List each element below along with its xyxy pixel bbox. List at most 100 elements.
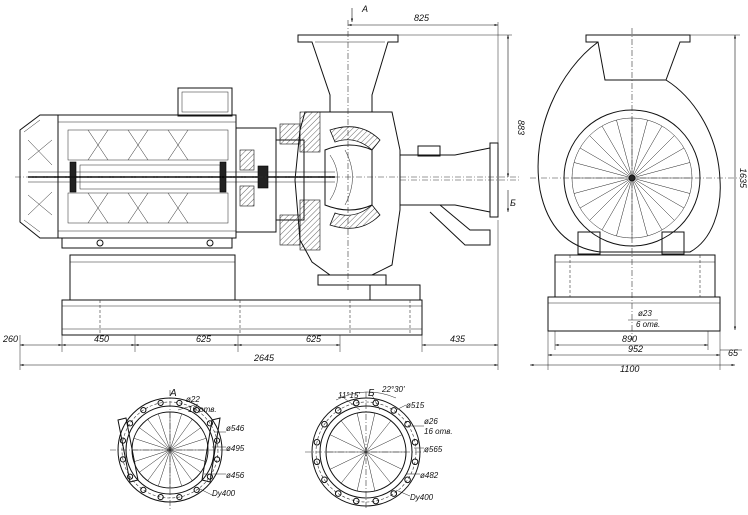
bolt-holes bbox=[313, 399, 419, 505]
section-mark-b: Б bbox=[506, 190, 516, 212]
ray bbox=[340, 451, 367, 484]
spoke bbox=[573, 177, 633, 194]
ray bbox=[169, 449, 182, 487]
section-label: A bbox=[361, 4, 368, 14]
dim-label: ø22 bbox=[186, 395, 200, 404]
bolt-hole bbox=[390, 407, 398, 414]
spoke bbox=[616, 119, 633, 179]
spoke bbox=[631, 162, 691, 179]
ray bbox=[365, 451, 403, 470]
bearing-housing bbox=[235, 123, 305, 246]
dim-label: ø495 bbox=[226, 444, 245, 453]
ray bbox=[169, 449, 193, 481]
ray bbox=[158, 413, 171, 451]
ray bbox=[139, 427, 171, 451]
spoke bbox=[589, 135, 633, 179]
base-frame bbox=[61, 254, 423, 336]
spoke bbox=[631, 125, 663, 179]
view-title: А bbox=[169, 388, 177, 399]
spoke bbox=[631, 177, 648, 237]
side-view: 1635 ø23 6 отв. 890 952 1100 65 bbox=[530, 28, 748, 374]
ray bbox=[133, 438, 171, 451]
bolt-hole bbox=[411, 438, 419, 446]
bolt-hole bbox=[352, 497, 360, 505]
spoke bbox=[601, 125, 633, 179]
dim-label: 625 bbox=[306, 334, 322, 344]
ray bbox=[365, 451, 376, 492]
section-label: Б bbox=[510, 198, 516, 208]
dim-label: ø546 bbox=[226, 424, 245, 433]
dim-label: 1100 bbox=[620, 364, 639, 374]
ray bbox=[356, 412, 367, 453]
spoke bbox=[631, 177, 691, 194]
dim-label: 952 bbox=[628, 344, 643, 354]
bolt-hole bbox=[213, 456, 221, 463]
ray bbox=[356, 451, 367, 492]
view-title: Б bbox=[368, 388, 375, 399]
ray bbox=[169, 449, 201, 473]
ray bbox=[158, 449, 171, 487]
bolt-hole bbox=[390, 490, 398, 497]
bolt-hole bbox=[404, 420, 411, 428]
ray bbox=[365, 412, 376, 453]
dim-label: 435 bbox=[450, 334, 466, 344]
bolt-hole bbox=[193, 486, 200, 494]
front-view: 825 883 A Б bbox=[2, 4, 526, 370]
hatch-rays bbox=[132, 412, 208, 488]
dim-label: 6 отв. bbox=[636, 320, 660, 329]
dim-883: 883 bbox=[398, 34, 526, 177]
bolt-hole bbox=[140, 486, 147, 494]
bolt-hole bbox=[176, 399, 183, 407]
ray bbox=[169, 413, 182, 451]
ray bbox=[169, 449, 207, 462]
dim-label: Dy400 bbox=[410, 493, 434, 502]
dim-label: 16 отв. bbox=[188, 405, 217, 414]
dim-label: 883 bbox=[516, 120, 526, 135]
spoke bbox=[616, 177, 633, 237]
ray bbox=[147, 449, 171, 481]
ray bbox=[329, 434, 367, 453]
dim-label: ø23 bbox=[638, 309, 652, 318]
spoke bbox=[579, 147, 633, 179]
flange-a-view: А ø22 16 отв. ø546 ø495 ø456 Dy400 bbox=[110, 388, 245, 510]
ray bbox=[169, 438, 207, 451]
bolt-hole bbox=[372, 497, 380, 505]
bolt-hole bbox=[140, 406, 147, 414]
bolt-hole bbox=[352, 399, 360, 407]
ray bbox=[169, 427, 201, 451]
pump-casing bbox=[294, 34, 401, 286]
bolt-hole bbox=[157, 493, 164, 501]
bolt-hole bbox=[206, 420, 214, 427]
bolt-hole bbox=[372, 399, 380, 407]
bolt-hole bbox=[313, 438, 321, 446]
flange-b-view: Б 11°15' 22°30' ø515 ø26 16 отв. ø565 ø4… bbox=[305, 385, 453, 510]
spoke bbox=[573, 162, 633, 179]
spoke bbox=[631, 177, 675, 221]
ray bbox=[133, 449, 171, 462]
bolt-hole bbox=[206, 473, 214, 480]
bolt-hole bbox=[334, 407, 342, 414]
dim-label: Dy400 bbox=[212, 489, 236, 498]
motor bbox=[19, 87, 237, 249]
bolt-hole bbox=[411, 458, 419, 466]
spoke bbox=[631, 147, 685, 179]
dim-label: 11°15' bbox=[338, 391, 360, 400]
bolt-hole bbox=[313, 458, 321, 466]
dim-825: 825 bbox=[348, 13, 499, 148]
spoke bbox=[631, 119, 648, 179]
bolt-hole bbox=[126, 420, 134, 427]
bolt-hole bbox=[321, 476, 328, 484]
outlet-pipe bbox=[399, 142, 520, 246]
ray bbox=[169, 419, 193, 451]
dim-label: ø565 bbox=[424, 445, 443, 454]
dim-label: 2645 bbox=[253, 353, 275, 363]
ray bbox=[365, 420, 392, 453]
dim-label: 825 bbox=[414, 13, 430, 23]
bolt-hole bbox=[157, 399, 164, 407]
dim-label: 22°30' bbox=[381, 385, 405, 394]
dim-label: 16 отв. bbox=[424, 427, 453, 436]
dim-label: 625 bbox=[196, 334, 212, 344]
bolt-hole bbox=[193, 406, 200, 414]
